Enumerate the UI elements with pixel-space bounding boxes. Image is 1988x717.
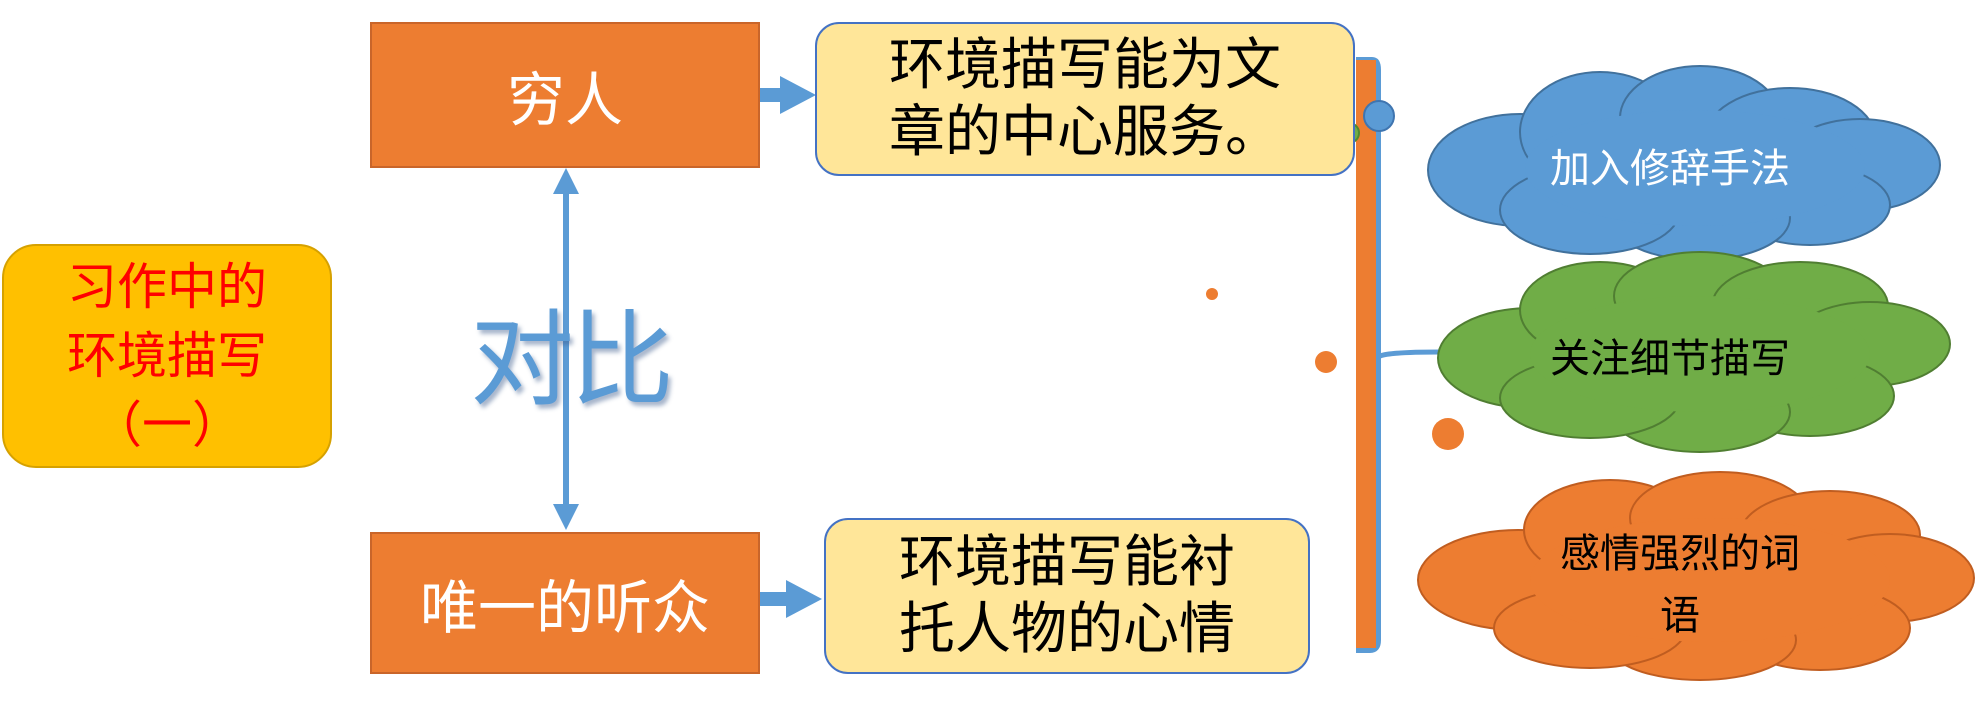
- node-listener: 唯一的听众: [370, 532, 760, 674]
- cloud-emotion-line-2: 语: [1660, 593, 1700, 639]
- bracket-bar: [1356, 57, 1441, 653]
- node-serve-line-2: 章的中心服务。: [889, 100, 1281, 165]
- node-serve-line-1: 环境描写能为文: [889, 33, 1281, 98]
- cloud-detail: [1437, 251, 1951, 453]
- cloud-emotion-line-1: 感情强烈的词: [1560, 531, 1800, 577]
- arrow-listener-to-foil: [760, 580, 822, 618]
- node-foil-line-2: 托人物的心情: [899, 597, 1235, 662]
- cloud-rhetoric: [1427, 65, 1941, 261]
- title-line-1: 习作中的: [67, 257, 267, 316]
- contrast-label: 对比: [469, 298, 674, 421]
- node-listener-label: 唯一的听众: [419, 574, 710, 642]
- arrow-poor-to-serve: [760, 76, 816, 114]
- title-box: 习作中的 环境描写 （一）: [2, 244, 332, 468]
- node-foil: 环境描写能衬 托人物的心情: [824, 518, 1310, 674]
- cloud-emotion: [1417, 471, 1975, 681]
- cloud-rhetoric-label: 加入修辞手法: [1480, 134, 1860, 204]
- cloud-detail-label: 关注细节描写: [1480, 324, 1860, 394]
- cloud-rhetoric-text-line: 加入修辞手法: [1550, 146, 1790, 192]
- cloud-detail-text-line: 关注细节描写: [1550, 336, 1790, 382]
- node-serve: 环境描写能为文 章的中心服务。: [815, 22, 1355, 176]
- node-foil-line-1: 环境描写能衬: [899, 530, 1235, 595]
- title-line-2: 环境描写: [67, 326, 267, 385]
- title-line-3: （一）: [92, 395, 242, 454]
- contrast-double-arrow: [553, 168, 579, 530]
- node-poor-label: 穷人: [506, 66, 623, 134]
- cloud-emotion-label: 感情强烈的词 语: [1490, 520, 1870, 650]
- node-poor: 穷人: [370, 22, 760, 168]
